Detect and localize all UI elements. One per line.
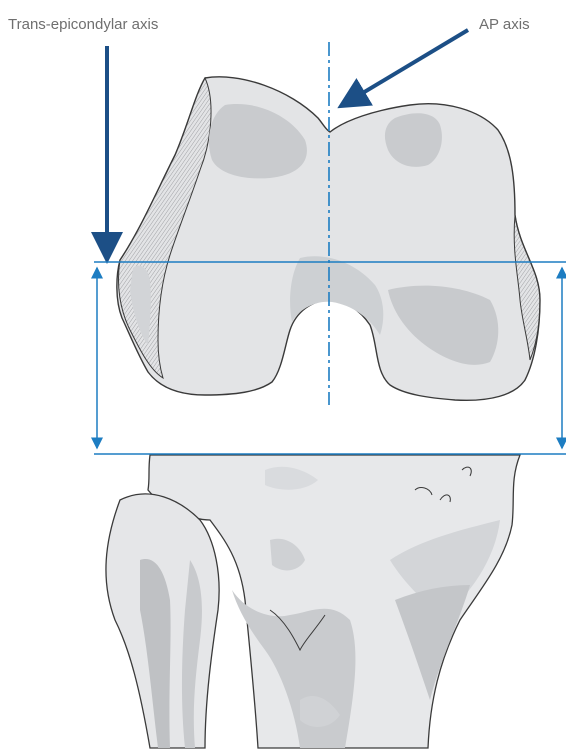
fibula — [106, 494, 219, 748]
ap-axis-arrow — [351, 30, 468, 100]
